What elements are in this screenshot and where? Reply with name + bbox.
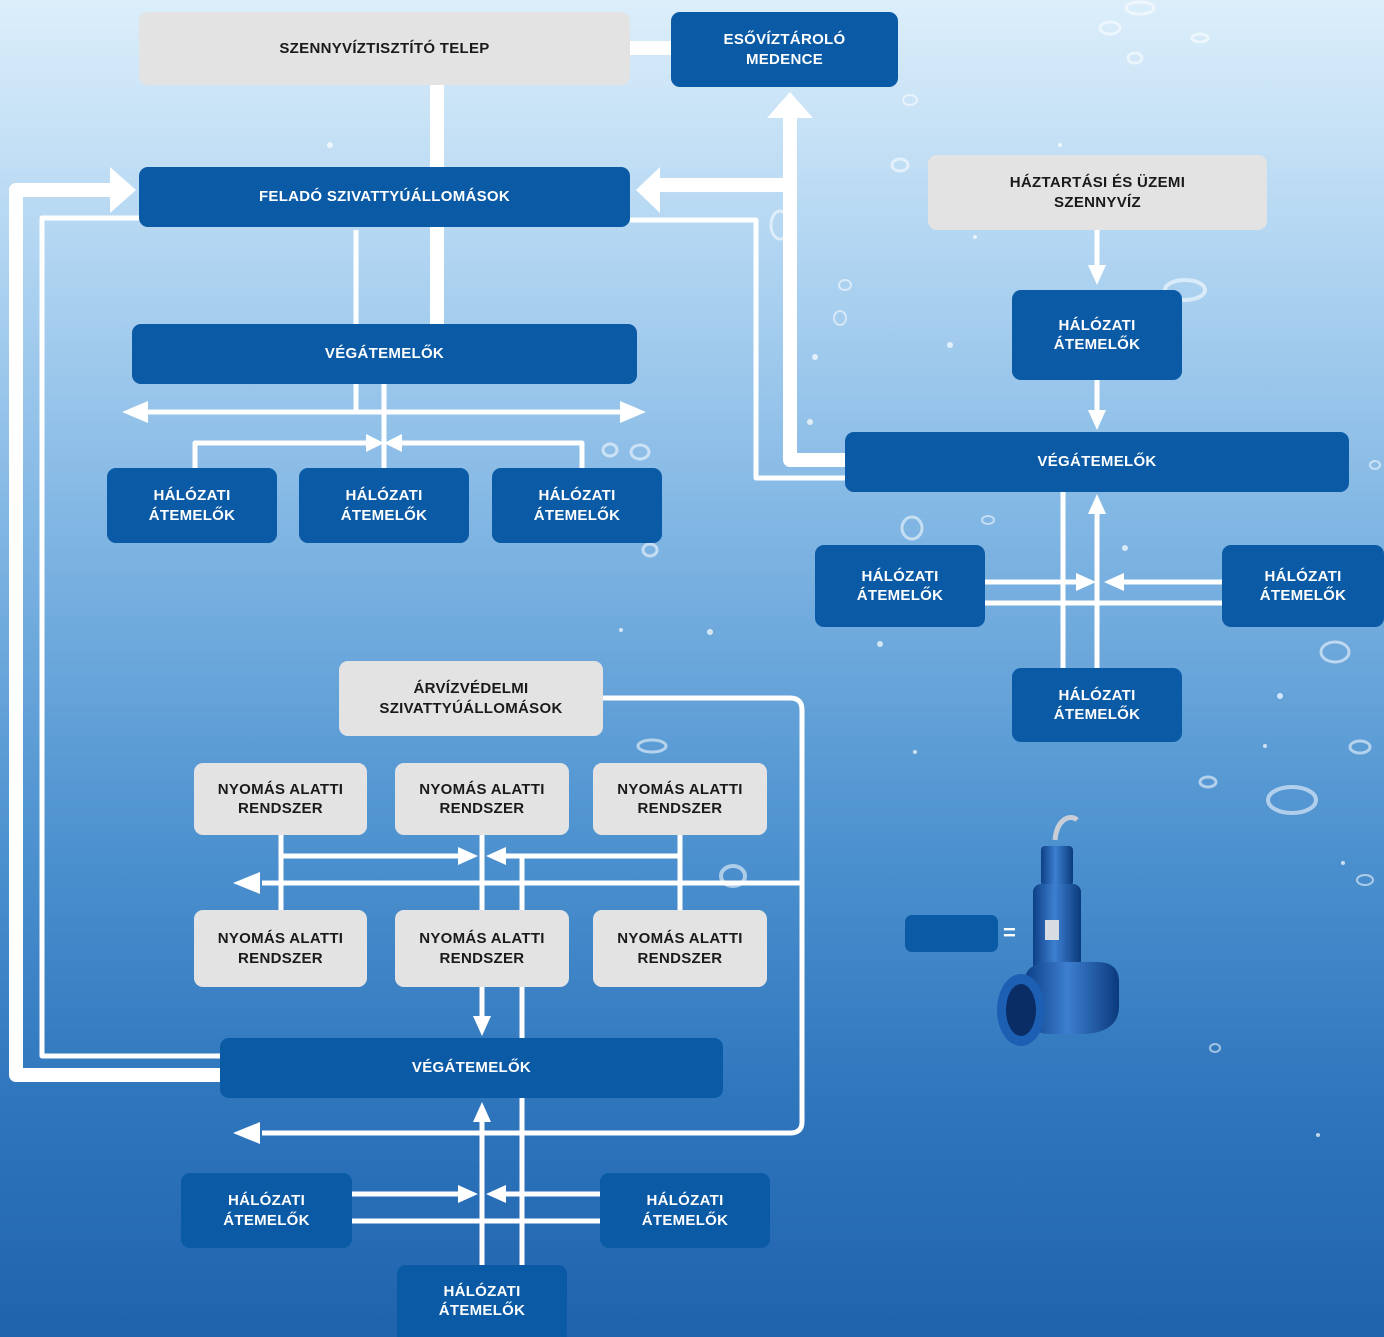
arrowhead-pressure-l [458, 847, 478, 865]
network-lift-stations-bottom-center: HÁLÓZATI ÁTEMELŐK [397, 1265, 567, 1337]
arrowhead-household [1088, 265, 1106, 285]
network-lift-stations-right-right: HÁLÓZATI ÁTEMELŐK [1222, 545, 1384, 627]
arrowhead-right-in-r [1104, 573, 1124, 591]
pressure-system-5: NYOMÁS ALATTI RENDSZER [395, 910, 569, 987]
arrowhead-pressure-down [473, 1016, 491, 1036]
left-branch [192, 440, 370, 468]
network-lift-stations-c: HÁLÓZATI ÁTEMELŐK [492, 468, 662, 543]
arrowhead-bottom-up [473, 1102, 491, 1122]
pressure-system-4: NYOMÁS ALATTI RENDSZER [194, 910, 367, 987]
household-industrial-wastewater: HÁZTARTÁSI ÉS ÜZEMI SZENNYVÍZ [928, 155, 1267, 230]
submersible-pump-icon [997, 815, 1119, 1046]
flood-protection-pumping-stations: ÁRVÍZVÉDELMI SZIVATTYÚÁLLOMÁSOK [339, 661, 603, 736]
arrowhead-right-end [620, 401, 646, 423]
wastewater-treatment-plant: SZENNYVÍZTISZTÍTÓ TELEP [139, 12, 630, 85]
legend-equals: = [1003, 920, 1016, 945]
arrowhead-flood-mid [233, 872, 260, 894]
stormwater-storage-basin: ESŐVÍZTÁROLÓ MEDENCE [671, 12, 898, 87]
pressure-system-1: NYOMÁS ALATTI RENDSZER [194, 763, 367, 835]
arrowhead-up-right [1088, 494, 1106, 514]
legend-blue-box [905, 915, 998, 952]
final-lift-stations-top: VÉGÁTEMELŐK [132, 324, 637, 384]
pressure-system-6: NYOMÁS ALATTI RENDSZER [593, 910, 767, 987]
arrowhead-bottom-r [486, 1185, 506, 1203]
network-lift-stations-b: HÁLÓZATI ÁTEMELŐK [299, 468, 469, 543]
feeder-pumping-stations: FELADÓ SZIVATTYÚÁLLOMÁSOK [139, 167, 630, 227]
right-branch [398, 440, 585, 468]
network-lift-stations-right-bottom: HÁLÓZATI ÁTEMELŐK [1012, 668, 1182, 742]
arrowhead-flood-outer [233, 1122, 260, 1144]
thin-loop-left [39, 215, 220, 1059]
arrowhead-right-feeders [110, 167, 136, 213]
pressure-system-2: NYOMÁS ALATTI RENDSZER [395, 763, 569, 835]
final-lift-stations-bottom: VÉGÁTEMELŐK [220, 1038, 723, 1098]
arrowhead-to-center-l [366, 434, 384, 452]
network-lift-stations-right-left: HÁLÓZATI ÁTEMELŐK [815, 545, 985, 627]
final-lift-stations-right: VÉGÁTEMELŐK [845, 432, 1349, 492]
arrowhead-left-feeders [636, 167, 660, 213]
thin-loop-right [630, 217, 845, 481]
network-lift-stations-bottom-right: HÁLÓZATI ÁTEMELŐK [600, 1173, 770, 1248]
pressure-system-3: NYOMÁS ALATTI RENDSZER [593, 763, 767, 835]
arrowhead-to-center-r [384, 434, 402, 452]
trunk-left-to-feeders [9, 183, 220, 1082]
trunk-right-to-storm-basin [783, 118, 845, 467]
arrowhead-pressure-r [486, 847, 506, 865]
arrowhead-right-in-l [1076, 573, 1096, 591]
arrowhead-left-end [122, 401, 148, 423]
arrowhead-network [1088, 410, 1106, 430]
network-lift-stations-bottom-left: HÁLÓZATI ÁTEMELŐK [181, 1173, 352, 1248]
network-lift-stations-right-top: HÁLÓZATI ÁTEMELŐK [1012, 290, 1182, 380]
arrowhead-bottom-l [458, 1185, 478, 1203]
arrowhead-up-storm [767, 92, 813, 118]
flood-outer-loop [262, 695, 805, 1136]
network-lift-stations-a: HÁLÓZATI ÁTEMELŐK [107, 468, 277, 543]
